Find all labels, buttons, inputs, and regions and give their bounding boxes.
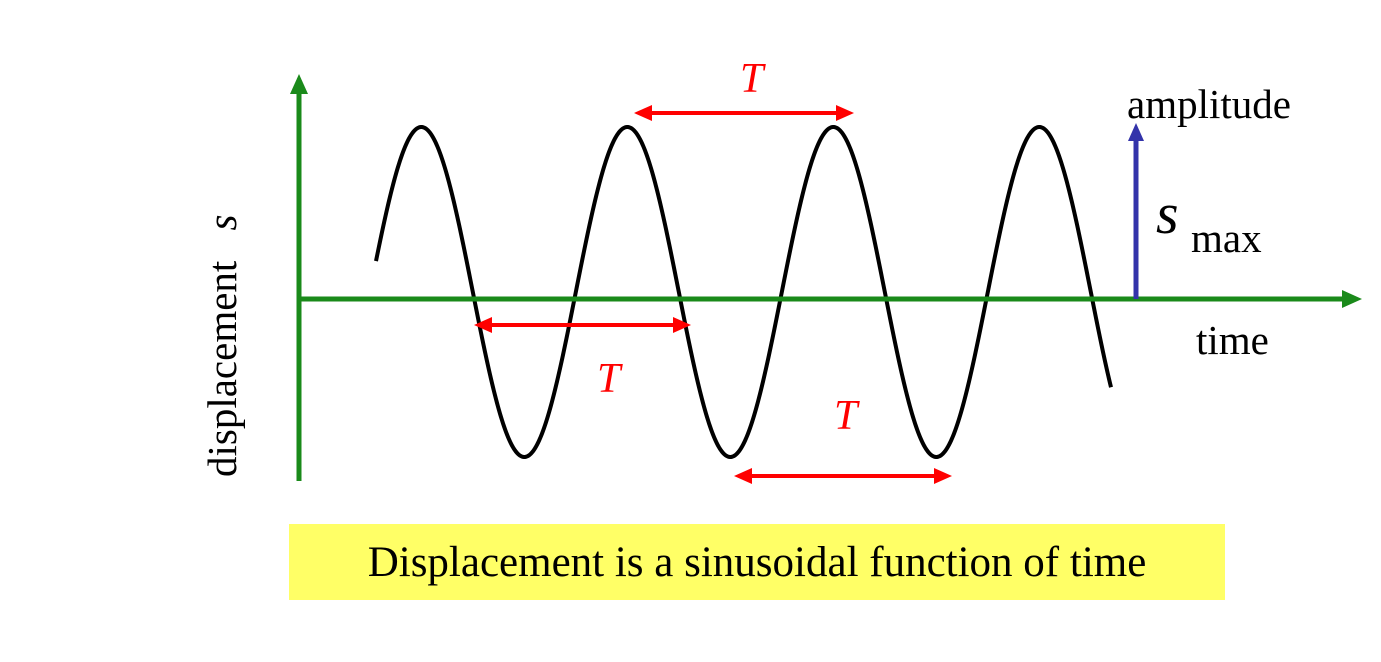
- period-label-middle: T: [597, 356, 623, 402]
- displacement-wave: [374, 125, 1113, 459]
- period-label-top: T: [740, 56, 766, 102]
- caption-box: Displacement is a sinusoidal function of…: [289, 524, 1225, 600]
- y-axis: [290, 74, 308, 481]
- amplitude-symbol: s: [1156, 181, 1179, 246]
- amplitude-arrow: [1128, 123, 1144, 299]
- period-label-bottom: T: [834, 393, 860, 439]
- x-axis: [299, 290, 1362, 308]
- amplitude-symbol-main: s: [1156, 181, 1179, 246]
- period-arrow-top: [634, 105, 854, 121]
- y-axis-symbol: s: [199, 214, 245, 230]
- period-arrow-bottom: [734, 468, 952, 484]
- y-axis-label-text: displacement: [199, 260, 245, 477]
- amplitude-subscript: max: [1191, 215, 1262, 261]
- period-arrow-middle: [474, 317, 691, 333]
- x-axis-label: time: [1196, 317, 1269, 363]
- caption-text: Displacement is a sinusoidal function of…: [367, 538, 1147, 586]
- y-axis-label: displacement s: [199, 214, 245, 477]
- amplitude-label: amplitude: [1127, 81, 1291, 127]
